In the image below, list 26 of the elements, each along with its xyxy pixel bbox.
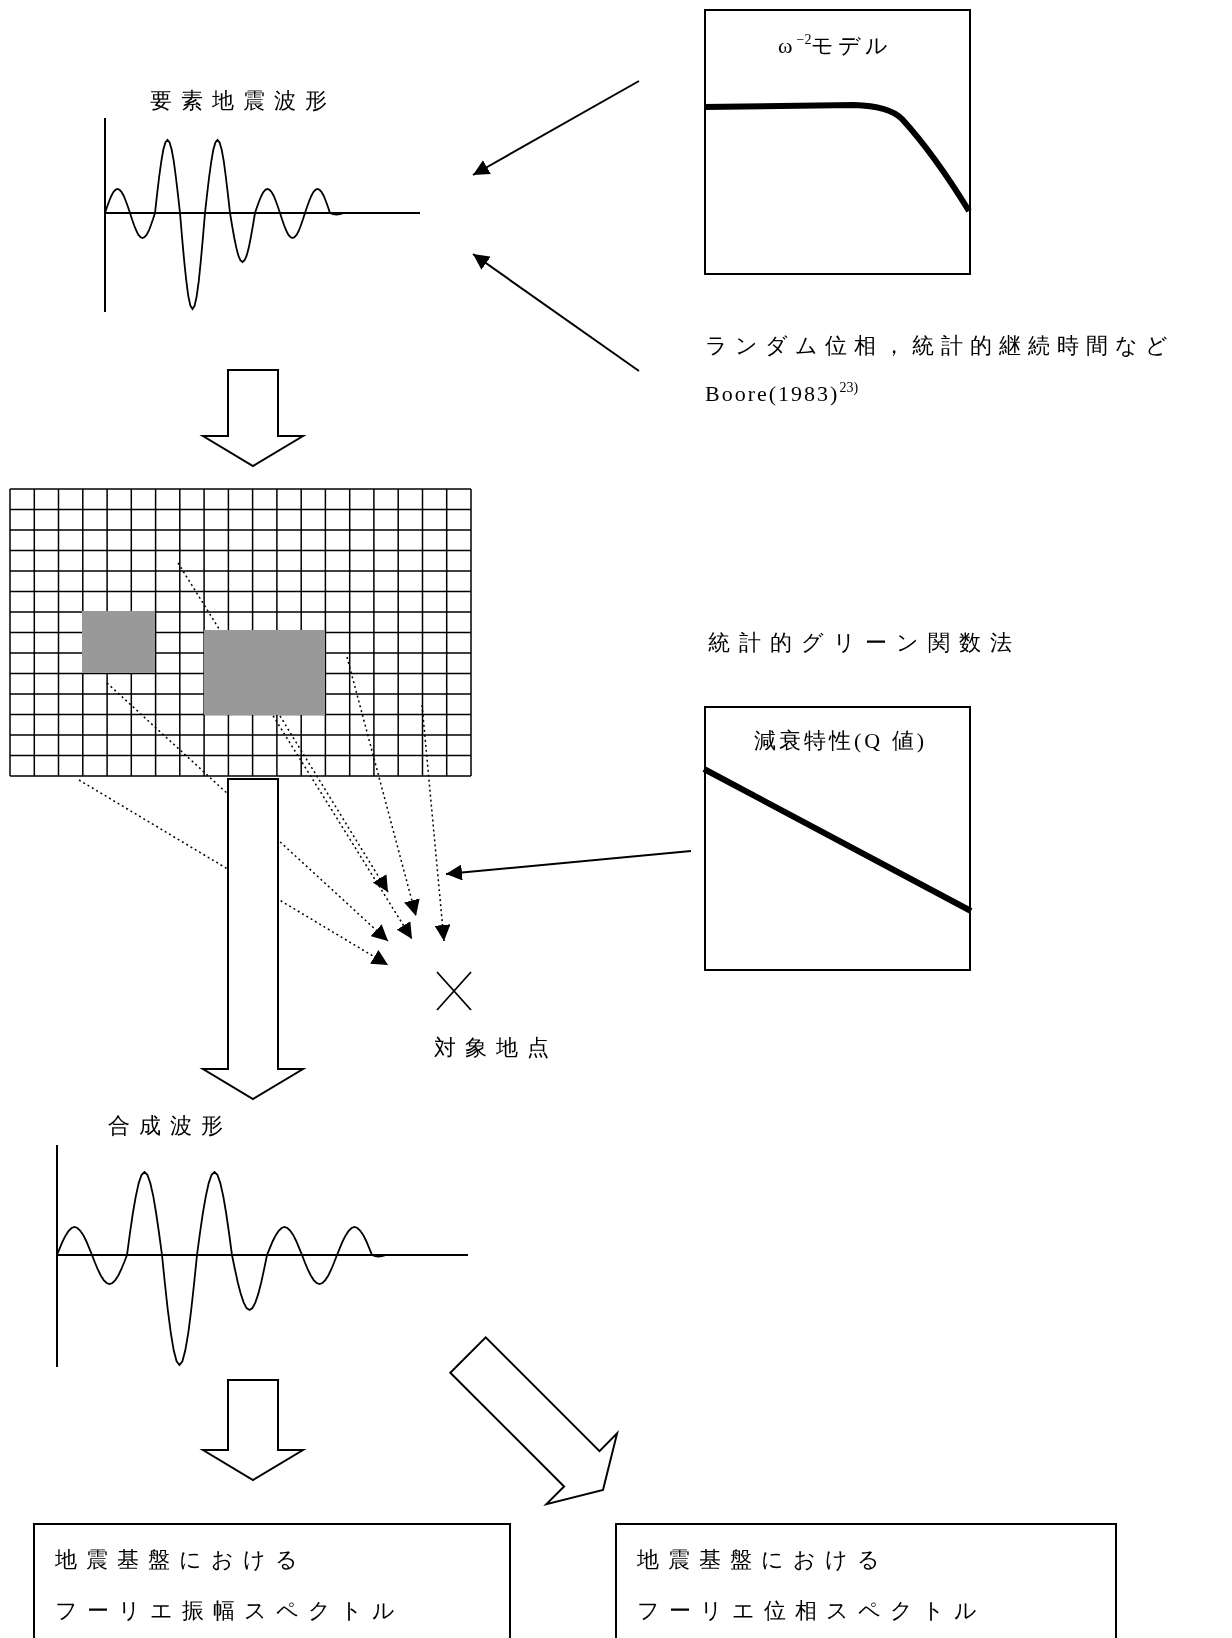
chart-title: 減衰特性(Q 値) <box>754 728 928 755</box>
box-text: フーリエ位相スペクトル <box>637 1598 986 1625</box>
arrow <box>472 253 640 372</box>
point-label: 対象地点 <box>434 1035 558 1062</box>
arrow <box>279 715 389 893</box>
waveform-title: 合成波形 <box>108 1113 232 1140</box>
arrow <box>445 850 692 881</box>
block-arrow <box>199 778 307 1101</box>
arrow <box>472 80 640 176</box>
result-box <box>615 1523 1117 1638</box>
block-arrow <box>448 1335 619 1506</box>
block-arrow <box>199 1379 307 1482</box>
arrow <box>346 656 420 917</box>
model-box <box>704 9 971 275</box>
arrow <box>421 704 451 942</box>
chart-title: ω$^{−2}$モデル <box>778 33 893 60</box>
box-text: 地震基盤における <box>55 1547 307 1574</box>
note-text: ランダム位相，統計的継続時間など <box>705 333 1175 360</box>
model-box <box>704 706 971 971</box>
method-label: 統計的グリーン関数法 <box>708 630 1021 657</box>
note-text: Boore(1983)$^{23)}$ <box>705 381 859 408</box>
block-arrow <box>199 369 307 468</box>
box-text: フーリエ振幅スペクトル <box>55 1598 404 1625</box>
waveform-title: 要素地震波形 <box>150 88 336 115</box>
result-box <box>33 1523 511 1638</box>
box-text: 地震基盤における <box>637 1547 889 1574</box>
